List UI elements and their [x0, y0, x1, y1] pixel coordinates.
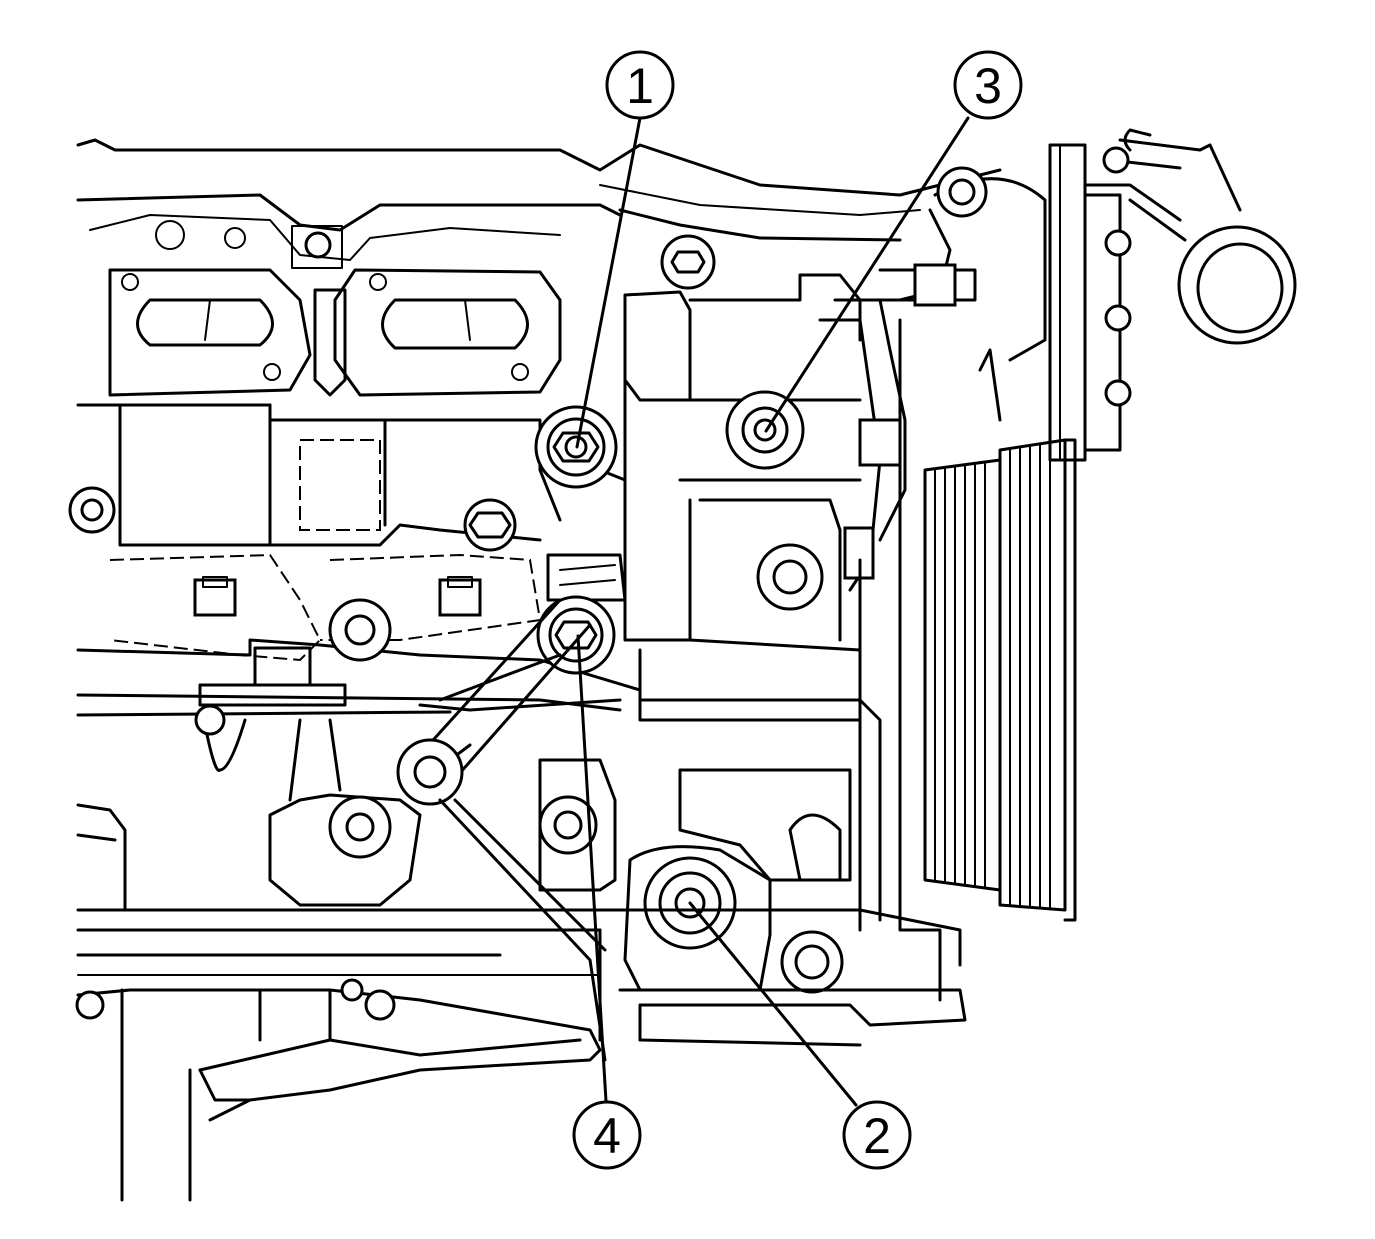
- coolant-pipe: [1083, 128, 1297, 345]
- lower-block: [75, 598, 967, 1202]
- leader-lines: [575, 116, 970, 1107]
- callout-2: 2: [842, 1100, 912, 1170]
- leader-line-3: [764, 116, 970, 433]
- callout-label-1: 1: [626, 58, 654, 114]
- upper-manifold: [76, 138, 1002, 269]
- engine-block-middle: [68, 403, 642, 772]
- leader-line-1: [575, 116, 642, 449]
- exhaust-ports: [108, 268, 562, 397]
- alternator-bracket: [534, 234, 862, 702]
- callout-4: 4: [572, 1100, 642, 1170]
- callout-3: 3: [953, 50, 1023, 120]
- callout-label-4: 4: [593, 1108, 621, 1164]
- callout-1: 1: [605, 50, 675, 120]
- callout-label-2: 2: [863, 1108, 891, 1164]
- crankshaft-pulley: [923, 143, 1132, 922]
- belt-tensioner: [818, 166, 1047, 1002]
- callout-label-3: 3: [974, 58, 1002, 114]
- leader-line-2: [688, 901, 858, 1107]
- leader-line-4: [576, 634, 608, 1103]
